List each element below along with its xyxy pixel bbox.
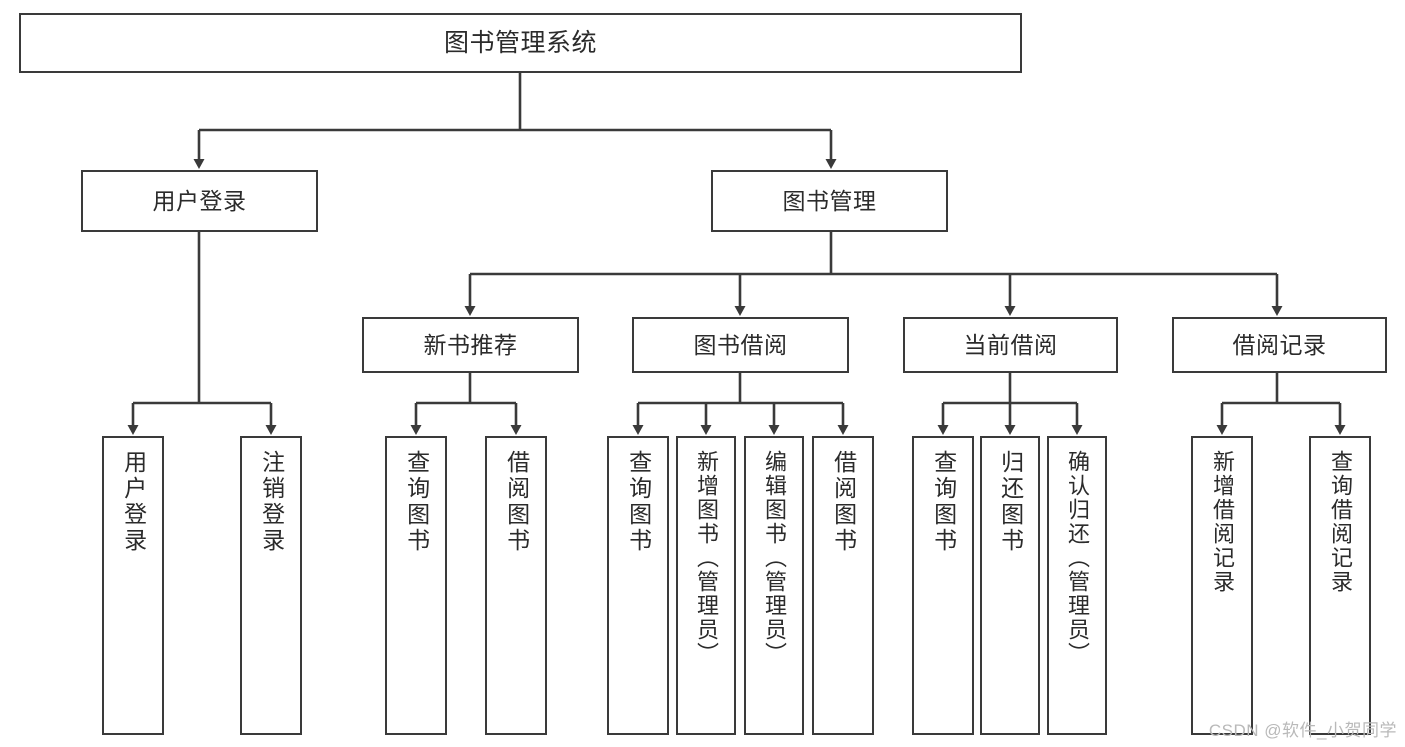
node-label: 图书管理 <box>782 187 877 214</box>
node-label: 查询图书 <box>403 450 430 554</box>
node-label: 归还图书 <box>997 450 1024 554</box>
leaf-book-borrow-query[interactable]: 查询图书 <box>607 436 669 735</box>
leaf-current-borrow-return[interactable]: 归还图书 <box>980 436 1040 735</box>
node-book-borrow[interactable]: 图书借阅 <box>632 317 849 373</box>
node-label: 新增图书（管理员） <box>693 450 719 666</box>
node-current-borrow[interactable]: 当前借阅 <box>903 317 1118 373</box>
node-label: 编辑图书（管理员） <box>761 450 787 666</box>
node-label: 新增借阅记录 <box>1209 450 1235 594</box>
node-label: 借阅图书 <box>503 450 530 554</box>
node-label: 注销登录 <box>258 450 285 554</box>
leaf-new-book-borrow[interactable]: 借阅图书 <box>485 436 547 735</box>
node-label: 图书管理系统 <box>443 28 597 57</box>
leaf-book-borrow-add[interactable]: 新增图书（管理员） <box>676 436 736 735</box>
leaf-borrow-record-query[interactable]: 查询借阅记录 <box>1309 436 1371 735</box>
leaf-current-borrow-query[interactable]: 查询图书 <box>912 436 974 735</box>
node-label: 借阅记录 <box>1232 331 1327 358</box>
node-label: 查询图书 <box>625 450 652 554</box>
node-root-system[interactable]: 图书管理系统 <box>19 13 1022 73</box>
node-label: 借阅图书 <box>830 450 857 554</box>
node-label: 查询借阅记录 <box>1327 450 1353 594</box>
node-label: 用户登录 <box>152 187 247 214</box>
node-book-management[interactable]: 图书管理 <box>711 170 948 232</box>
node-label: 当前借阅 <box>963 331 1058 358</box>
leaf-borrow-record-add[interactable]: 新增借阅记录 <box>1191 436 1253 735</box>
leaf-book-borrow-edit[interactable]: 编辑图书（管理员） <box>744 436 804 735</box>
leaf-new-book-query[interactable]: 查询图书 <box>385 436 447 735</box>
node-borrow-record[interactable]: 借阅记录 <box>1172 317 1387 373</box>
node-label: 新书推荐 <box>423 331 518 358</box>
node-user-login[interactable]: 用户登录 <box>81 170 318 232</box>
leaf-user-login-login[interactable]: 用户登录 <box>102 436 164 735</box>
node-label: 确认归还（管理员） <box>1064 450 1090 666</box>
node-label: 图书借阅 <box>693 331 788 358</box>
node-label: 查询图书 <box>930 450 957 554</box>
node-label: 用户登录 <box>120 450 147 554</box>
node-new-book-recommend[interactable]: 新书推荐 <box>362 317 579 373</box>
leaf-current-borrow-confirm-return[interactable]: 确认归还（管理员） <box>1047 436 1107 735</box>
leaf-book-borrow-borrow[interactable]: 借阅图书 <box>812 436 874 735</box>
leaf-user-login-logout[interactable]: 注销登录 <box>240 436 302 735</box>
